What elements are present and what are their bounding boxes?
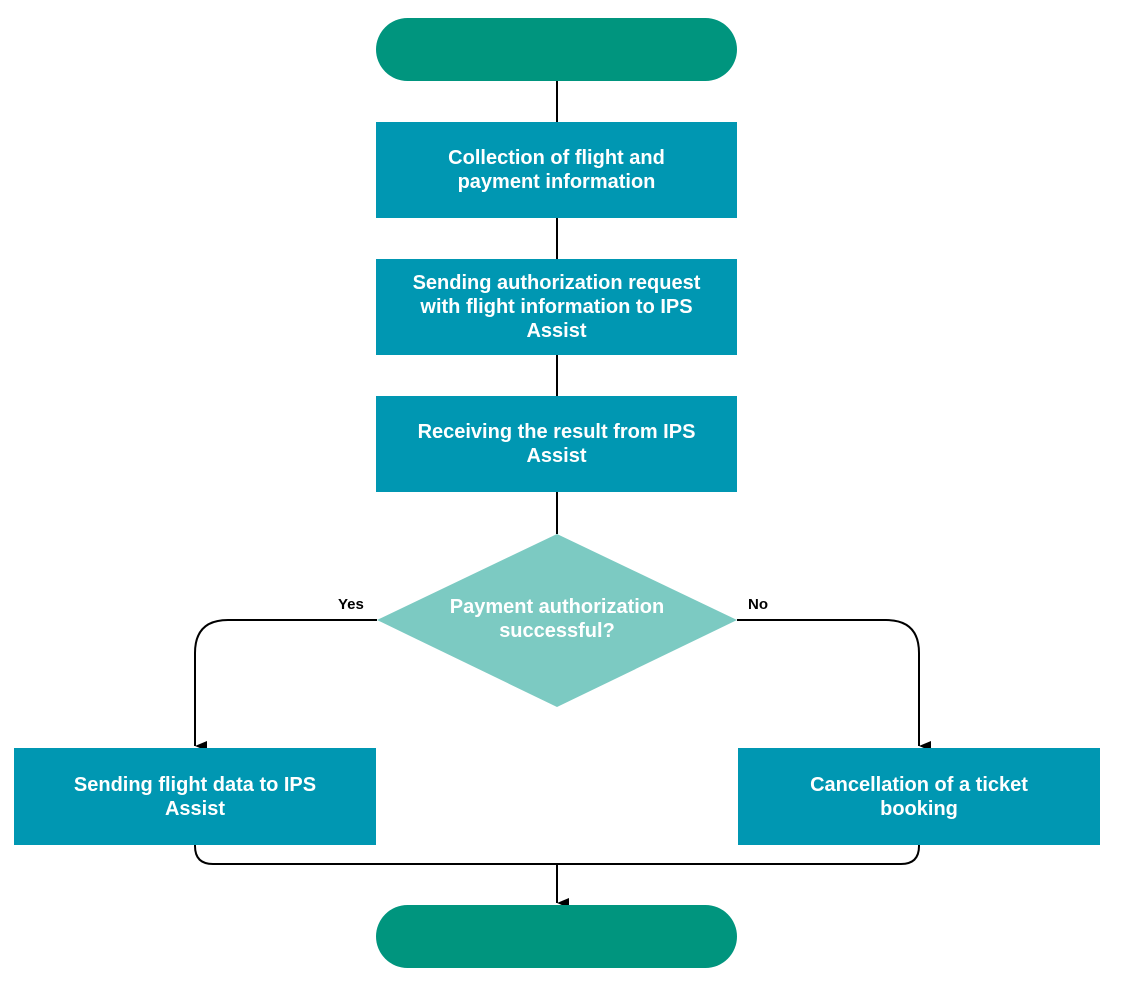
process-collect-info-label: Collection of flight and payment informa… — [448, 147, 665, 193]
process-send-auth-request-label: Sending authorization request with fligh… — [412, 272, 701, 342]
process-receive-result-label: Receiving the result from IPS Assist — [417, 421, 696, 467]
decision-label-text: Payment authorization successful? — [449, 596, 665, 642]
edge-label-yes: Yes — [338, 596, 364, 613]
process-cancel-booking: Cancellation of a ticket booking — [738, 748, 1100, 845]
decision-diamond — [377, 534, 737, 707]
start-terminator — [376, 18, 737, 81]
process-send-auth-request: Sending authorization request with fligh… — [376, 259, 737, 355]
edge-decision-yes — [194, 619, 377, 751]
decision-label: Payment authorization successful? — [417, 584, 697, 654]
process-collect-info: Collection of flight and payment informa… — [376, 122, 737, 218]
process-receive-result: Receiving the result from IPS Assist — [376, 396, 737, 492]
process-send-flight-data-label: Sending flight data to IPS Assist — [73, 773, 317, 820]
edge-label-no: No — [748, 596, 768, 613]
process-cancel-booking-label: Cancellation of a ticket booking — [810, 773, 1028, 820]
edge-merge — [194, 845, 920, 865]
end-terminator — [376, 905, 737, 968]
process-send-flight-data: Sending flight data to IPS Assist — [14, 748, 376, 845]
edge-decision-no — [737, 619, 931, 751]
